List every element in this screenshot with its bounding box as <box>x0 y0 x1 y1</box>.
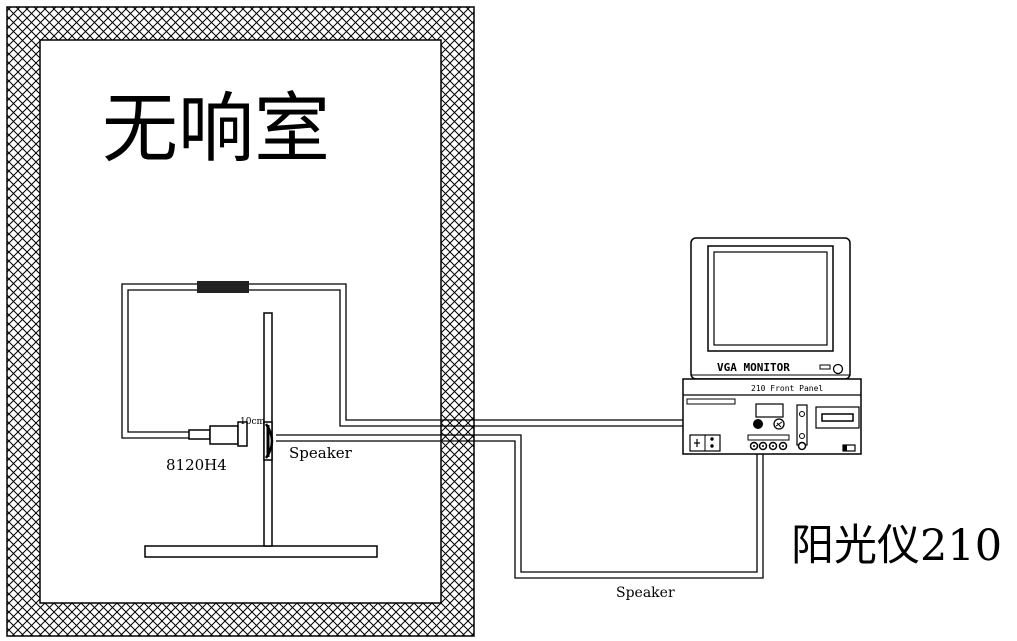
microphone-cable-inner <box>127 289 752 433</box>
panel-display <box>755 403 784 418</box>
microphone-tip <box>237 421 248 447</box>
speaker-label-inside: Speaker <box>289 444 353 462</box>
speaker-cable-inner <box>276 440 764 579</box>
anechoic-room-wall <box>6 6 475 637</box>
monitor-power-led <box>832 363 844 375</box>
device-title: 阳光仪210 <box>791 521 1002 571</box>
panel-jack <box>797 441 807 451</box>
anechoic-room-title: 无响室 <box>102 84 330 173</box>
panel-knob-black <box>753 419 763 429</box>
microphone-label: 8120H4 <box>166 456 227 474</box>
microphone-head <box>209 425 239 445</box>
speaker-cable-label: Speaker <box>616 585 675 601</box>
monitor-screen-inner <box>713 251 828 346</box>
microphone-cable-outer <box>121 283 752 439</box>
analyzer-panel-label: 210 Front Panel <box>751 384 823 393</box>
speaker-cable-outer <box>276 434 758 573</box>
panel-slot <box>686 398 736 405</box>
microphone-body <box>188 429 211 440</box>
monitor-label: VGA MONITOR <box>717 361 790 374</box>
stand-base <box>144 545 378 558</box>
cable-ferrite <box>197 281 249 293</box>
panel-label-bar <box>747 434 790 441</box>
microphone-distance-label: 10cm <box>240 417 265 427</box>
monitor-power-button <box>819 364 831 370</box>
